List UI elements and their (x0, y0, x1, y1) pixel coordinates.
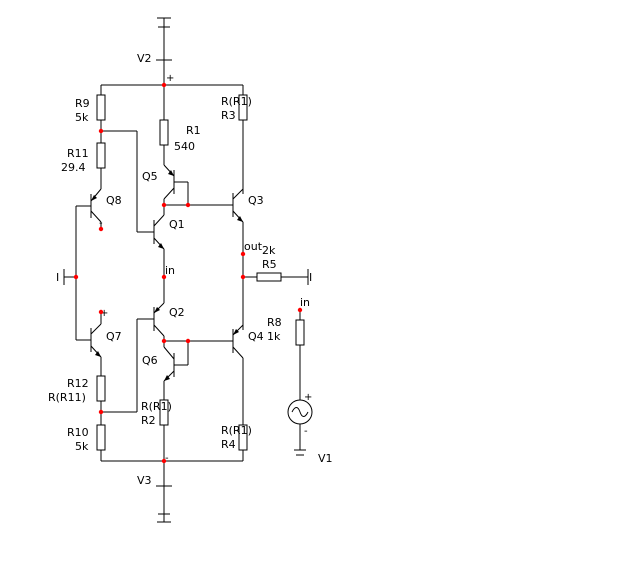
r5-value: 2k (262, 244, 276, 257)
q6-label: Q6 (142, 354, 158, 367)
r12-value: R(R11) (48, 391, 86, 404)
v1-label: V1 (318, 452, 333, 465)
resistor-r12[interactable] (96, 375, 106, 402)
r9-value: 5k (75, 111, 89, 124)
transistor-q5[interactable]: Q5 (142, 164, 189, 205)
resistor-r1[interactable] (159, 119, 169, 146)
v2-label: V2 (137, 52, 152, 65)
v1-plus: + (304, 392, 312, 403)
transistor-q8[interactable]: Q8 - (76, 188, 122, 229)
v1-minus: - (304, 426, 308, 437)
q2-label: Q2 (169, 306, 185, 319)
current-source-left[interactable]: I (56, 269, 76, 285)
q1-label: Q1 (169, 218, 185, 231)
r5-name: R5 (262, 258, 277, 271)
net-out-label: out (244, 240, 263, 253)
transistor-q1[interactable]: Q1 (153, 214, 185, 250)
r8-value: 1k (267, 330, 281, 343)
r11-value: 29.4 (61, 161, 86, 174)
transistor-q6[interactable]: Q6 (142, 341, 189, 382)
connection-dots (73, 82, 303, 464)
q8-label: Q8 (106, 194, 122, 207)
transistor-q4[interactable]: Q4 (232, 324, 264, 359)
r3-name: R3 (221, 109, 236, 122)
r12-name: R12 (67, 377, 89, 390)
supply-v3[interactable]: V3 - (137, 453, 172, 523)
v3-polarity: - (165, 453, 169, 464)
resistor-r11[interactable] (96, 142, 106, 169)
current-source-right-label: I (309, 271, 312, 284)
voltage-source-v1[interactable]: + - V1 (287, 392, 333, 465)
r2-name: R2 (141, 414, 156, 427)
supply-v2[interactable]: V2 + (137, 17, 174, 85)
transistor-q7[interactable]: Q7 + (90, 308, 122, 358)
v3-label: V3 (137, 474, 152, 487)
transistor-q3[interactable]: Q3 (232, 188, 264, 223)
q7-emitter-sign: + (100, 308, 108, 319)
r1-value: 540 (174, 140, 195, 153)
v2-polarity: + (166, 73, 174, 84)
resistor-r9[interactable] (96, 94, 106, 121)
source-in-label: in (300, 296, 310, 309)
r11-name: R11 (67, 147, 89, 160)
resistor-r10[interactable] (96, 424, 106, 451)
r9-name: R9 (75, 97, 90, 110)
r2-value: R(R1) (141, 400, 172, 413)
transistor-q2[interactable]: Q2 (153, 302, 185, 337)
r8-name: R8 (267, 316, 282, 329)
r10-name: R10 (67, 426, 89, 439)
q7-label: Q7 (106, 330, 122, 343)
r3-value: R(R1) (221, 95, 252, 108)
q4-label: Q4 (248, 330, 264, 343)
r10-value: 5k (75, 440, 89, 453)
resistor-r5[interactable] (256, 272, 282, 282)
net-in-label: in (165, 264, 175, 277)
r4-name: R4 (221, 438, 236, 451)
current-source-left-label: I (56, 271, 59, 284)
q5-label: Q5 (142, 170, 158, 183)
resistor-r8[interactable] (295, 319, 305, 346)
r1-name: R1 (186, 124, 201, 137)
q8-emitter-sign: - (99, 218, 103, 229)
q3-label: Q3 (248, 194, 264, 207)
r4-value: R(R1) (221, 424, 252, 437)
